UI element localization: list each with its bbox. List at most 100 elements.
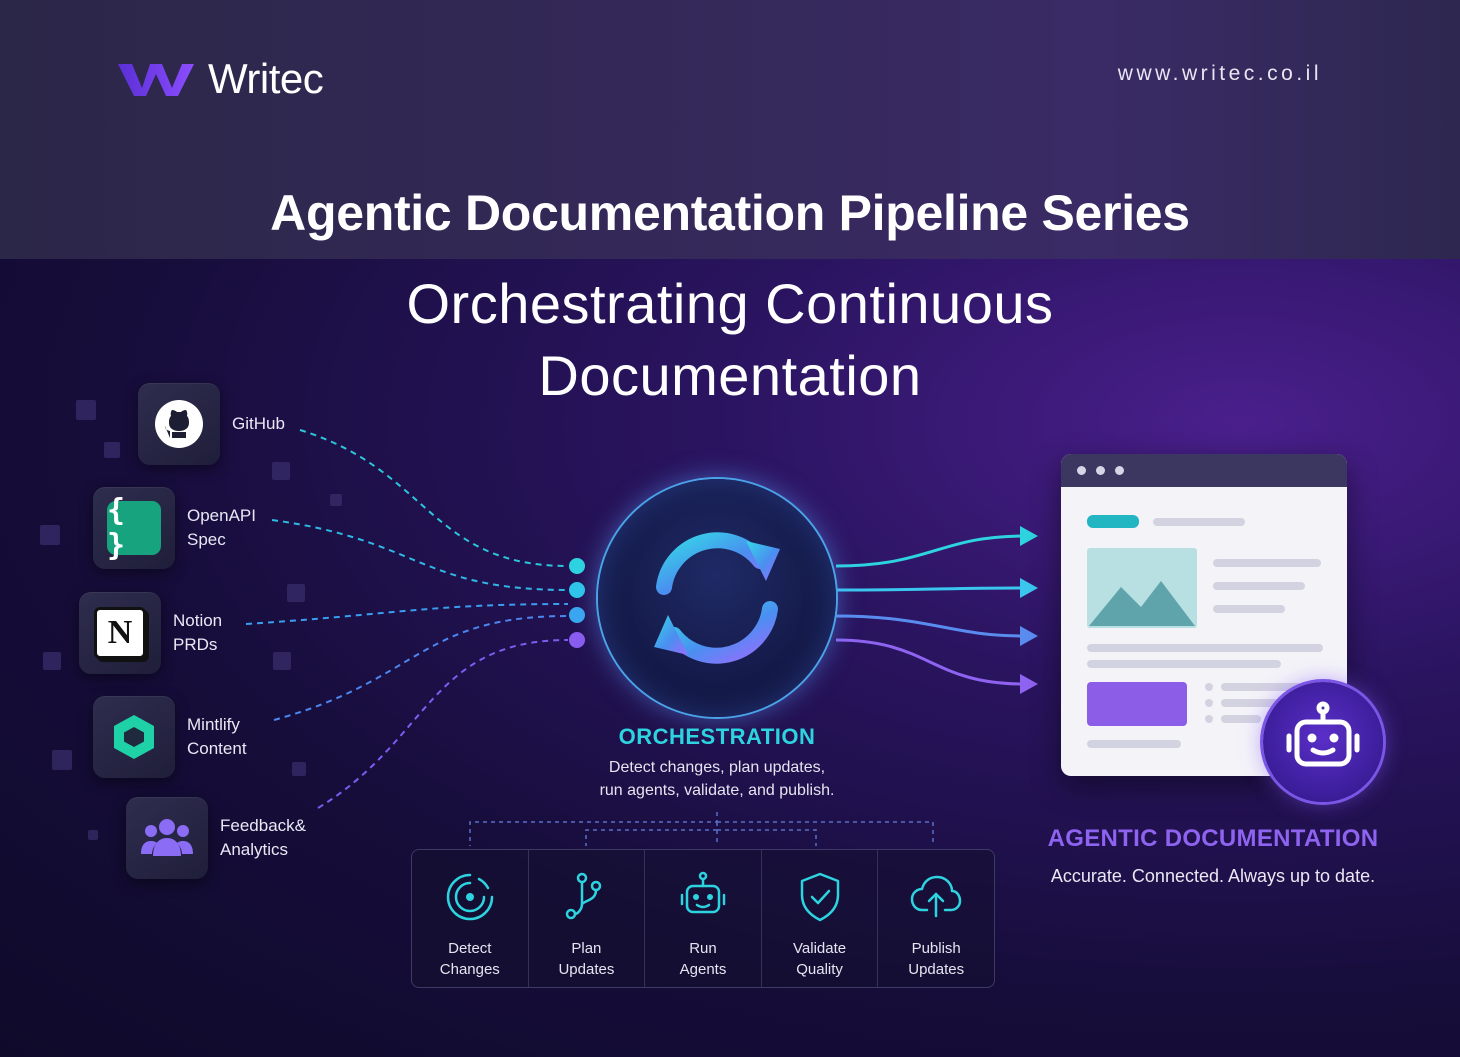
brand-logo[interactable]: Writec [116,55,324,103]
step-connector [717,829,817,846]
step-label-line: Updates [908,961,965,978]
window-titlebar [1061,454,1347,487]
notion-icon: N [94,607,146,659]
step-plan-updates[interactable]: Plan Updates [529,850,646,987]
step-run-agents[interactable]: Run Agents [645,850,762,987]
arrowhead [1020,626,1038,646]
decor-square [76,400,96,420]
step-connector [469,812,718,846]
source-label-line: GitHub [232,414,285,433]
flow-line-feedback [317,639,569,809]
window-dot [1115,466,1124,475]
arrowhead [1020,674,1038,694]
source-label-line: Mintlify [187,715,240,734]
document-content-placeholder [1087,515,1323,748]
step-label: Validate Quality [793,938,846,980]
decor-square [330,494,342,506]
step-detect-changes[interactable]: Detect Changes [412,850,529,987]
output-flow-4 [835,638,1025,686]
flow-line-mintlify [273,615,569,721]
decor-square [287,584,305,602]
step-label: Publish Updates [908,938,964,980]
step-label-line: Agents [679,961,727,978]
orchestration-hub[interactable] [598,479,836,717]
input-node [569,632,585,648]
decor-square [52,750,72,770]
orchestration-title: ORCHESTRATION [618,724,816,749]
step-label: Plan Updates [558,938,614,980]
agent-badge[interactable] [1263,682,1383,802]
output-flow-3 [835,614,1025,638]
source-label: Feedback& Analytics [220,814,306,862]
window-dot [1096,466,1105,475]
main-title-line-2: Documentation [538,344,922,407]
step-connector [717,821,934,846]
decor-square [43,652,61,670]
source-label: GitHub [232,412,285,436]
source-label-line: PRDs [173,635,218,654]
arrowhead [1020,578,1038,598]
step-label: Run Agents [680,938,727,980]
input-node [569,582,585,598]
step-label-line: Plan [571,940,602,957]
agentic-documentation-title: AGENTIC DOCUMENTATION [1047,825,1379,852]
agentic-documentation-tagline: Accurate. Connected. Always up to date. [1050,866,1376,886]
flow-line-github [299,429,569,567]
step-label-line: Changes [439,961,500,978]
step-validate-quality[interactable]: Validate Quality [762,850,879,987]
main-title: Orchestrating Continuous Documentation [0,268,1460,412]
source-notion[interactable]: N Notion PRDs [79,592,222,674]
source-label: Mintlify Content [187,713,247,761]
branch-icon [566,872,602,920]
series-title: Agentic Documentation Pipeline Series [270,185,1190,241]
source-tile [138,383,220,465]
brand-name: Writec [208,55,324,102]
source-label-line: Notion [173,611,223,630]
output-flow-2 [835,586,1025,592]
cloud-upload-icon [910,875,962,918]
step-connector [585,822,718,846]
website-link[interactable]: www.writec.co.il [1117,62,1322,85]
orchestration-description: Detect changes, plan updates, run agents… [540,756,894,802]
radar-icon [446,873,494,921]
source-openapi[interactable]: { } OpenAPI Spec [93,487,256,569]
decor-square [40,525,60,545]
source-label-line: Analytics [220,840,289,859]
decor-square [88,830,98,840]
w-logo-icon [118,64,194,96]
decor-square [273,652,291,670]
step-label-line: Run [689,940,717,957]
source-feedback[interactable]: Feedback& Analytics [126,797,306,879]
input-node [569,558,585,574]
orchestration-desc-line: run agents, validate, and publish. [599,782,835,799]
github-icon [155,400,203,448]
flow-line-openapi [271,519,569,591]
source-label-line: OpenAPI [187,506,256,525]
source-label: Notion PRDs [173,609,222,657]
source-label-line: Content [187,739,247,758]
sync-icon [654,532,780,664]
step-label-line: Updates [558,961,615,978]
users-icon [141,819,193,856]
step-label-line: Publish [911,940,961,957]
source-tile: { } [93,487,175,569]
shield-check-icon [800,872,839,922]
source-tile [126,797,208,879]
robot-icon [1286,701,1360,767]
output-flow-1 [835,534,1025,568]
arrowhead [1020,526,1038,546]
source-mintlify[interactable]: Mintlify Content [93,696,247,778]
step-publish-updates[interactable]: Publish Updates [878,850,994,987]
source-label-line: Spec [187,530,226,549]
source-label-line: Feedback& [220,816,306,835]
orchestration-desc-line: Detect changes, plan updates, [608,759,826,776]
header-band [0,0,1460,259]
decor-square [104,442,120,458]
step-label-line: Quality [796,961,843,978]
window-dot [1077,466,1086,475]
source-github[interactable]: GitHub [138,383,285,465]
mintlify-icon [114,715,154,759]
image-icon [1089,581,1195,626]
braces-icon: { } [107,493,161,563]
